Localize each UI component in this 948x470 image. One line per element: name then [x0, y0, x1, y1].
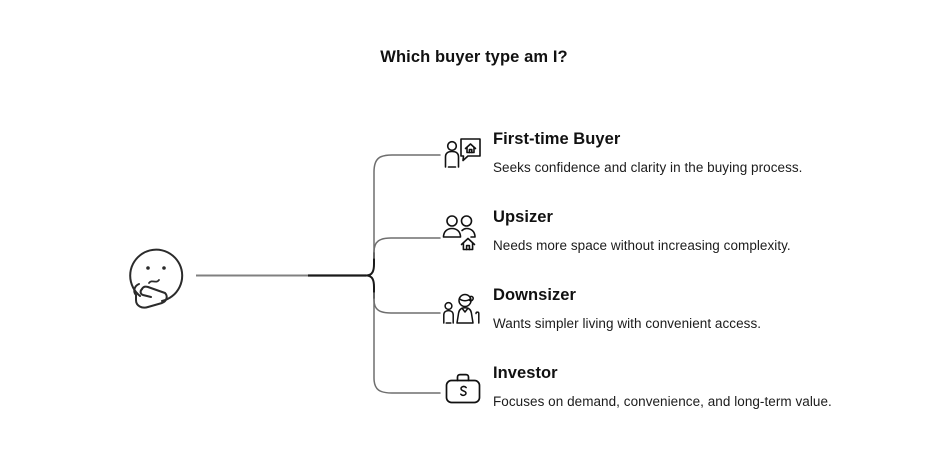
branch-text-block: First-time Buyer Seeks confidence and cl…: [493, 128, 911, 177]
branch-description: Wants simpler living with convenient acc…: [493, 316, 762, 331]
branch-label: First-time Buyer: [493, 130, 621, 148]
branch-text-block: Upsizer Needs more space without increas…: [493, 206, 911, 255]
branch-label: Upsizer: [493, 208, 553, 226]
branch-line-4: [373, 292, 441, 394]
branch-item-first-time-buyer[interactable]: First-time Buyer Seeks confidence and cl…: [441, 128, 911, 190]
branch-item-upsizer[interactable]: Upsizer Needs more space without increas…: [441, 206, 911, 268]
branch-item-downsizer[interactable]: Downsizer Wants simpler living with conv…: [441, 284, 911, 346]
split-node-upper: [365, 252, 375, 277]
branch-line-3: [373, 292, 441, 314]
thinking-face-icon: [129, 248, 184, 309]
branch-description: Needs more space without increasing comp…: [493, 238, 791, 253]
branch-label: Investor: [493, 364, 558, 382]
branch-description: Seeks confidence and clarity in the buyi…: [493, 160, 803, 175]
branch-item-investor[interactable]: Investor Focuses on demand, convenience,…: [441, 362, 911, 424]
branch-text-block: Downsizer Wants simpler living with conv…: [493, 284, 911, 333]
two-people-house-icon: [441, 211, 485, 255]
branch-line-2: [373, 237, 441, 259]
branch-label: Downsizer: [493, 286, 576, 304]
split-node-lower: [365, 274, 375, 299]
branch-text-block: Investor Focuses on demand, convenience,…: [493, 362, 911, 411]
root-node: [118, 238, 194, 314]
briefcase-dollar-icon: [441, 367, 485, 411]
person-house-speech-bubble-icon: [441, 133, 485, 177]
senior-with-cane-icon: [441, 289, 485, 333]
page-title: Which buyer type am I?: [380, 48, 568, 66]
branch-line-1: [373, 154, 441, 259]
branch-description: Focuses on demand, convenience, and long…: [493, 394, 832, 409]
